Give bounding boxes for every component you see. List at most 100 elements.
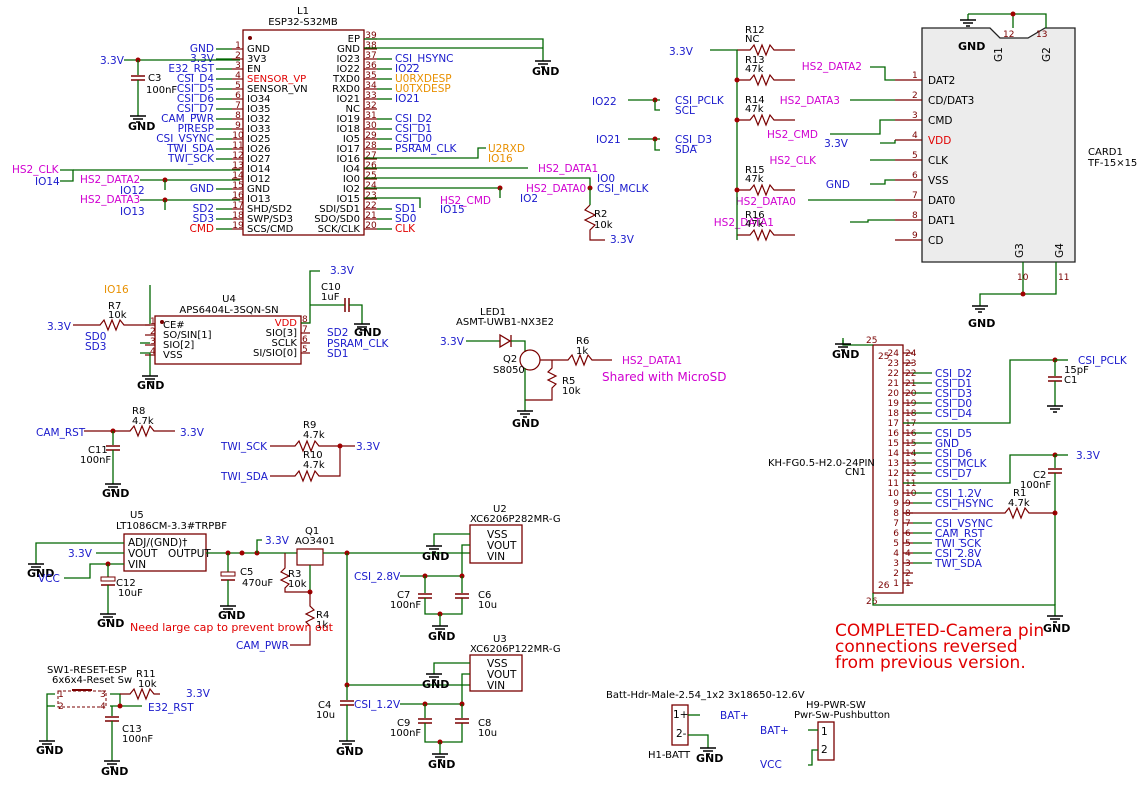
twi-v33: 3.3V (356, 441, 381, 453)
card-pullup-ref: R14 (745, 95, 765, 106)
reset-switch-circuit[interactable]: SW1-RESET-ESP 6x6x4-Reset Sw 1 2 3 4 GND… (36, 665, 211, 778)
c1-val: 15pF (1064, 365, 1089, 376)
cn1-body (872, 344, 904, 594)
pwrsw-ref: H9-PWR-SW (806, 700, 866, 711)
card-pullup-val: 47k (745, 104, 764, 115)
cn1-pin-number: 8 (905, 509, 911, 519)
cn1-label-26: 26 (878, 581, 890, 591)
cn1-inner-pin-number: 21 (888, 379, 899, 389)
batt-net: BAT+ (720, 710, 749, 722)
i2c-scl: SCL (675, 105, 695, 117)
u3-vin: VIN (487, 680, 505, 692)
esp32-left-net-label: CAM_PWR (161, 113, 214, 125)
psram-gnd: GND (137, 379, 164, 392)
card-pin-name: VSS (928, 175, 949, 187)
card-pin-name: CD/DAT3 (928, 95, 974, 107)
c3-gnd: GND (128, 120, 155, 133)
c8-ref: C8 (478, 718, 491, 729)
card-pin-name: DAT2 (928, 75, 955, 87)
esp32-pin-number: 31 (365, 111, 376, 121)
cam-note-line1: COMPLETED-Camera pin (835, 621, 1044, 641)
esp32-pin-number: 29 (365, 131, 377, 141)
esp32-right-net-label: SD1 (395, 203, 416, 215)
esp32-right-net-label: IO22 (395, 63, 420, 75)
card-pin-name: CD (928, 235, 943, 247)
cn1-inner-pin-number: 16 (888, 429, 900, 439)
cn1-pin-25: 25 (866, 336, 877, 346)
cn1-inner-pin-number: 14 (888, 449, 900, 459)
esp32-pin-number: 12 (232, 151, 243, 161)
io15-label: IO15 (440, 204, 465, 216)
esp32-pin-name: EP (348, 34, 360, 45)
esp32-pin-number: 2 (235, 51, 241, 61)
battery-header[interactable]: Batt-Hdr-Male-2.54_1x2 3x18650-12.6V 1+ … (606, 690, 805, 765)
esp32-right-net-label: SD0 (395, 213, 416, 225)
sw1-part: 6x6x4-Reset Sw (52, 675, 132, 686)
card-pin-number: 6 (912, 171, 918, 181)
cn1-net-label: CAM_RST (935, 528, 985, 540)
esp32-pin-name: GND (247, 184, 270, 195)
cn1-net-label: CSI_D5 (935, 428, 972, 440)
cn1-pin-number: 9 (905, 499, 911, 509)
esp32-pin-name: IO33 (247, 124, 271, 135)
esp32-pin-name: IO32 (247, 114, 271, 125)
cn1-inner-pin-number: 13 (888, 459, 899, 469)
esp32-left-net-label: GND (190, 183, 214, 195)
cn1-inner-pin-number: 19 (888, 399, 900, 409)
card-wire (880, 140, 896, 144)
c2-ref: C2 (1033, 470, 1046, 481)
u3-body (469, 654, 523, 692)
c10-val: 1uF (321, 292, 340, 303)
csi-mclk-label: CSI_MCLK (597, 183, 650, 195)
cn1-pin-26: 26 (866, 597, 878, 607)
cn1-pin-number: 10 (905, 489, 917, 499)
psram-body (154, 315, 302, 365)
cn1-bot-gnd: GND (1043, 622, 1070, 635)
r1-val: 4.7k (1008, 498, 1030, 509)
cn1-pin-number: 2 (905, 569, 911, 579)
c5-gnd: GND (218, 609, 245, 622)
cn1-net-label: CSI_D1 (935, 378, 972, 390)
c4-gnd: GND (336, 745, 363, 758)
esp32-part: ESP32-S32MB (268, 17, 338, 28)
c13-ref: C13 (122, 724, 142, 735)
cn1-inner-pin-number: 12 (888, 469, 899, 479)
esp32-pin-number: 16 (232, 191, 244, 201)
esp32-pin-number: 20 (365, 221, 377, 231)
psram-clk: PSRAM_CLK (327, 338, 390, 350)
esp32-pin-number: 10 (232, 131, 244, 141)
esp32-pin-number: 32 (365, 101, 376, 111)
power-switch-header[interactable]: H9-PWR-SW Pwr-Sw-Pushbutton 1 2 BAT+ VCC (760, 700, 890, 771)
esp32-body (242, 29, 365, 236)
c7-ref: C7 (397, 590, 410, 601)
psram-pin-name: VSS (163, 350, 183, 361)
esp32-pin-name: TXD0 (332, 74, 360, 85)
c11-val: 100nF (80, 455, 111, 466)
psram-io16: IO16 (104, 284, 129, 296)
esp32-pin-number: 24 (365, 181, 377, 191)
esp32-right-pins: 39EP38GND37IO2336IO2235TXD034RXD033IO213… (314, 31, 377, 235)
esp32-pin-number: 6 (235, 91, 241, 101)
twi-sda: TWI_SDA (220, 471, 269, 483)
card-pullup-resistor (737, 73, 795, 87)
r4-val: 1k (316, 620, 328, 631)
esp32-right-net-label: U0TXDESP (395, 83, 451, 95)
sw1-p3: 3 (100, 690, 106, 700)
hs2-clk-left: HS2_CLK (12, 164, 60, 176)
sd-card-body (921, 27, 1076, 263)
cam-reset-circuit: CAM_RST R8 4.7k 3.3V C11 100nF GND (36, 406, 205, 500)
psram-vdd-v33: 3.3V (330, 265, 355, 277)
r2-ref: R2 (594, 209, 607, 220)
led-v33: 3.3V (440, 336, 465, 348)
psram-sd0: SD0 (85, 331, 106, 343)
twi-pullups: TWI_SCK R9 4.7k TWI_SDA R10 4.7k 3.3V (220, 420, 381, 483)
cn1-inner-pin-number: 22 (888, 369, 899, 379)
esp32-pin-number: 34 (365, 81, 377, 91)
card-wire (850, 219, 895, 223)
hs2-data0-label: HS2_DATA0 (526, 183, 586, 195)
